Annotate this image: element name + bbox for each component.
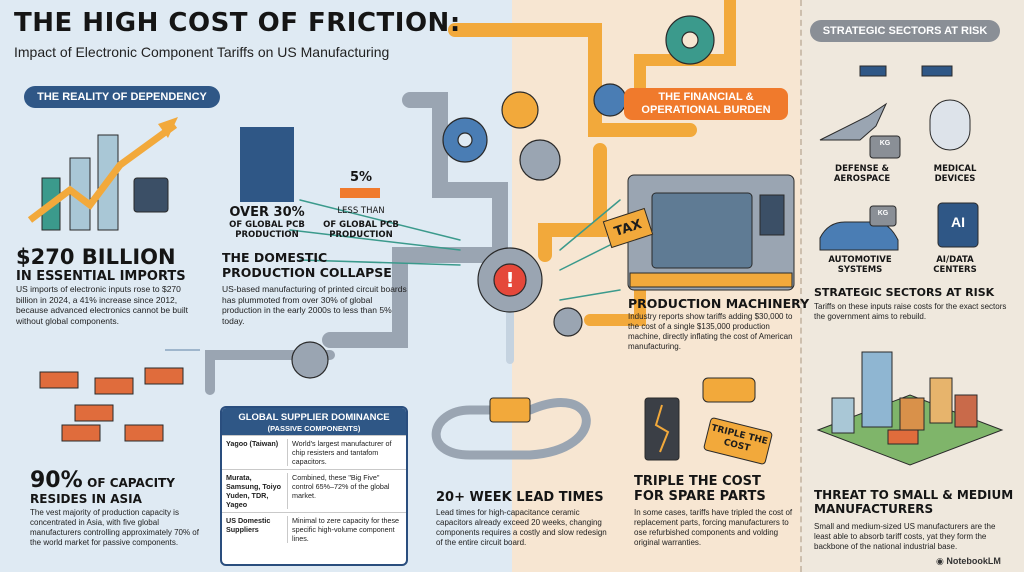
pcb-bar1-value: OVER 30% [229, 205, 305, 220]
supplier-table-title: GLOBAL SUPPLIER DOMINANCE [238, 412, 390, 423]
supplier-name: US Domestic Suppliers [226, 516, 288, 543]
section-label-sectors: STRATEGIC SECTORS AT RISK [810, 20, 1000, 42]
sector-label-ai: AI/DATA CENTERS [933, 255, 977, 275]
threat-title: THREAT TO SMALL & MEDIUM MANUFACTURERS [814, 488, 1014, 516]
pcb-bar2-label: LESS THAN [337, 206, 385, 216]
supplier-table: GLOBAL SUPPLIER DOMINANCE (PASSIVE COMPO… [220, 406, 408, 566]
pcb-title: THE DOMESTIC PRODUCTION COLLAPSE [222, 250, 392, 280]
notebook-icon: ◉ [936, 556, 944, 566]
supplier-name: Yagoo (Taiwan) [226, 439, 288, 466]
pcb-bar2-value: 5% [349, 170, 373, 185]
table-row: Yagoo (Taiwan) World's largest manufactu… [222, 435, 406, 469]
supplier-desc: Combined, these "Big Five" control 65%–7… [292, 473, 390, 500]
svg-text:!: ! [505, 268, 514, 292]
table-row: Murata, Samsung, Toiyo Yuden, TDR, Yageo… [222, 469, 406, 512]
page-title: THE HIGH COST OF FRICTION: [14, 8, 461, 38]
strategic-text: Tariffs on these inputs raise costs for … [814, 302, 1007, 321]
pcb-text: US-based manufacturing of printed circui… [222, 284, 407, 326]
spare-title: TRIPLE THE COST FOR SPARE PARTS [634, 474, 766, 504]
ai-chip-icon: AI [951, 214, 965, 230]
machinery-title: PRODUCTION MACHINERY [628, 296, 810, 311]
asia-value-suffix: OF CAPACITY [87, 476, 175, 490]
right-panel-bg [800, 0, 1024, 572]
page-subtitle: Impact of Electronic Component Tariffs o… [14, 44, 390, 60]
lead-title: 20+ WEEK LEAD TIMES [436, 490, 604, 505]
sector-label-automotive: AUTOMOTIVE SYSTEMS [828, 255, 892, 275]
imports-value: $270 BILLION [16, 245, 176, 269]
supplier-desc: World's largest manufacturer of chip res… [292, 439, 392, 466]
asia-stat: 90% OF CAPACITY [30, 468, 220, 493]
threat-text: Small and medium-sized US manufacturers … [814, 522, 996, 551]
supplier-table-header: GLOBAL SUPPLIER DOMINANCE (PASSIVE COMPO… [222, 408, 406, 435]
pcb-bar1-caption: OF GLOBAL PCB PRODUCTION [229, 220, 305, 240]
table-row: US Domestic Suppliers Minimal to zere ca… [222, 512, 406, 546]
pcb-bar2-caption: OF GLOBAL PCB PRODUCTION [323, 220, 399, 240]
asia-value: 90% [30, 468, 83, 493]
imports-text: US imports of electronic inputs rose to … [16, 284, 189, 326]
supplier-table-subtitle: (PASSIVE COMPONENTS) [267, 424, 361, 433]
supplier-name: Murata, Samsung, Toiyo Yuden, TDR, Yageo [226, 473, 288, 509]
section-label-burden: THE FINANCIAL & OPERATIONAL BURDEN [624, 88, 788, 120]
lead-text: Lead times for high-capacitance ceramic … [436, 508, 607, 547]
machinery-text: Industry reports show tariffs adding $30… [628, 312, 793, 351]
asia-text: The vest majority of production capacity… [30, 508, 199, 547]
brand-name: NotebookLM [946, 556, 1001, 566]
asia-label: RESIDES IN ASIA [30, 492, 142, 506]
brand-footer: ◉ NotebookLM [936, 556, 1001, 567]
supplier-desc: Minimal to zere capacity for these speci… [292, 516, 400, 543]
weight-tag-defense: KG [879, 140, 891, 147]
imports-label: IN ESSENTIAL IMPORTS [16, 269, 186, 284]
sector-label-defense: DEFENSE & AEROSPACE [833, 164, 891, 184]
section-label-dependency: THE REALITY OF DEPENDENCY [24, 86, 220, 108]
sector-label-medical: MEDICAL DEVICES [933, 164, 977, 184]
strategic-title: STRATEGIC SECTORS AT RISK [814, 286, 995, 299]
spare-text: In some cases, tariffs have tripled the … [634, 508, 793, 547]
weight-tag-auto: KG [877, 210, 889, 217]
